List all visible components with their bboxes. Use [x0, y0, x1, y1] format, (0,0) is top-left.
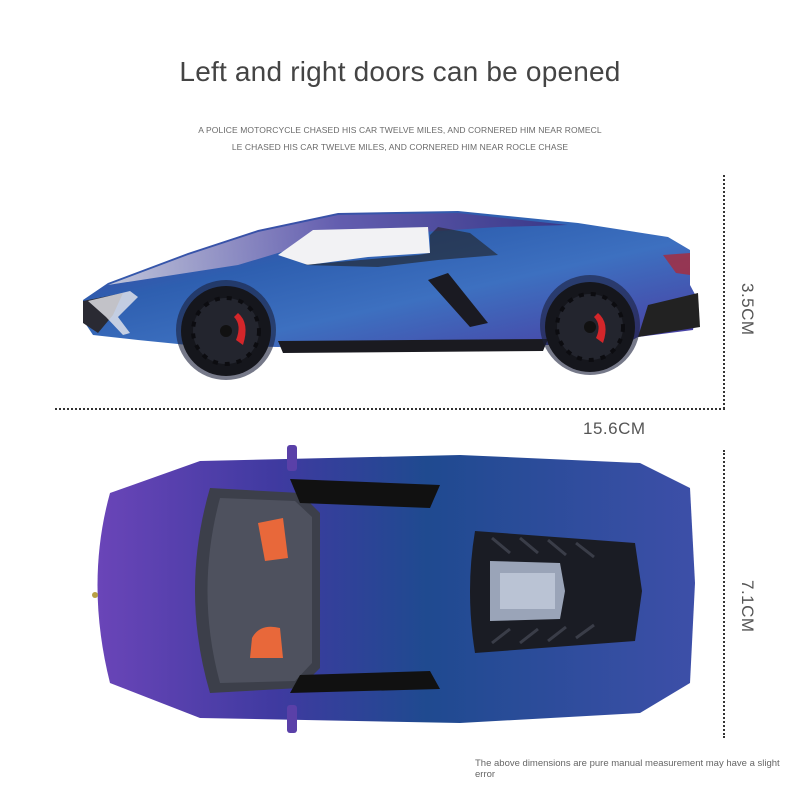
- measurement-disclaimer: The above dimensions are pure manual mea…: [475, 758, 780, 780]
- rear-wheel-icon: [545, 282, 635, 372]
- width-dimension-line: [723, 450, 725, 738]
- car-side-view-image: [83, 211, 700, 380]
- width-dimension-label: 7.1CM: [738, 580, 757, 633]
- page-title: Left and right doors can be opened: [179, 56, 621, 87]
- height-dimension-line: [723, 175, 725, 409]
- car-top-view-image: [92, 445, 695, 733]
- logo-badge-icon: [92, 592, 98, 598]
- tagline-line-1: A POLICE MOTORCYCLE CHASED HIS CAR TWELV…: [198, 125, 602, 135]
- length-dimension-label: 15.6CM: [583, 419, 646, 438]
- length-dimension-line: [55, 408, 725, 410]
- height-dimension-label: 3.5CM: [738, 283, 757, 336]
- tagline-line-2: LE CHASED HIS CAR TWELVE MILES, AND CORN…: [231, 142, 569, 152]
- front-wheel-icon: [181, 286, 271, 376]
